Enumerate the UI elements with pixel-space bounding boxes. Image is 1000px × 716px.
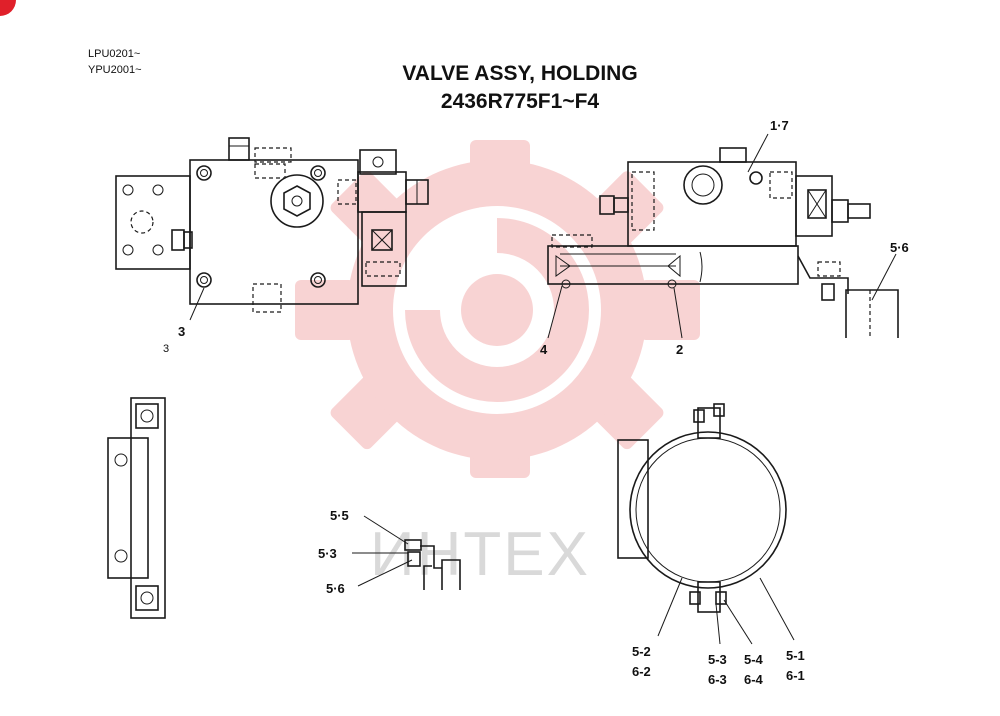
callout-6-4: 6-4: [744, 672, 764, 687]
callout-5-4: 5-4: [744, 652, 764, 667]
callout-5-5: 5·5: [330, 508, 349, 523]
callout-5-3: 5·3: [318, 546, 337, 561]
callout-3-small: 3: [163, 343, 169, 355]
mounting-bracket: [107, 397, 166, 619]
callout-5-1: 5-1: [786, 648, 805, 663]
callout-6-1: 6-1: [786, 668, 805, 683]
pipe-clamp: [617, 403, 787, 613]
diagram-title: VALVE ASSY, HOLDING: [402, 62, 637, 85]
valve-side-view: [547, 147, 899, 338]
callout-6-2: 6-2: [632, 664, 651, 679]
watermark-gear-icon: [295, 140, 700, 478]
clamp-detail: [404, 539, 461, 590]
serial-number-1: LPU0201~: [88, 48, 140, 60]
serial-number-2: YPU2001~: [88, 64, 142, 76]
callout-4: 4: [540, 342, 548, 357]
callout-5-2: 5-2: [632, 644, 651, 659]
callout-5-6-mid: 5·6: [326, 581, 345, 596]
part-number: 2436R775F1~F4: [441, 90, 600, 113]
callout-5-6-top: 5·6: [890, 240, 909, 255]
callout-3: 3: [178, 324, 185, 339]
callout-6-3: 6-3: [708, 672, 727, 687]
callout-1-7: 1·7: [770, 118, 789, 133]
callout-5-3-b: 5-3: [708, 652, 727, 667]
valve-front-view: [115, 137, 429, 313]
callout-2: 2: [676, 342, 683, 357]
corner-mark-icon: [0, 0, 16, 16]
watermark-text: ИНТЕХ: [370, 520, 590, 589]
